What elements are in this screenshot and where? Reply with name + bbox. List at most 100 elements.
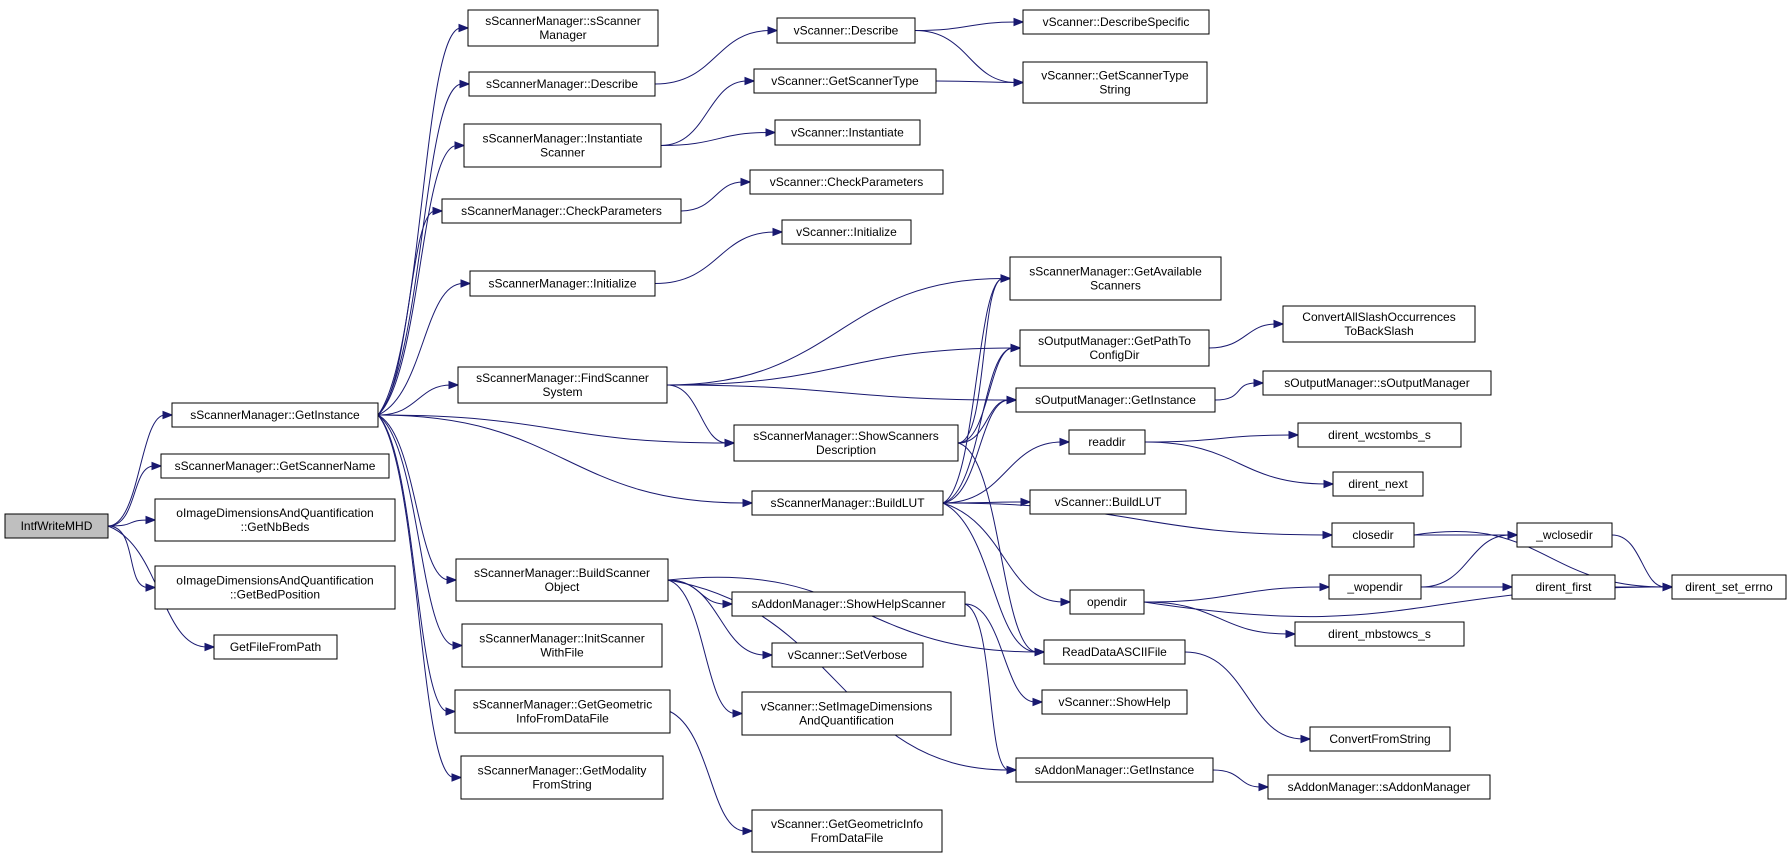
graph-node-dirent-first[interactable]: dirent_first	[1511, 574, 1616, 600]
graph-node-readdataascii[interactable]: ReadDataASCIIFile	[1043, 639, 1186, 665]
node-label: sScannerManager::Initialize	[488, 277, 636, 291]
node-label: Scanners	[1090, 279, 1141, 293]
graph-node-getfilefrompath[interactable]: GetFileFromPath	[213, 634, 338, 660]
node-label: _wclosedir	[1535, 528, 1593, 542]
node-box	[468, 71, 656, 97]
graph-node-vs-initialize[interactable]: vScanner::Initialize	[781, 219, 912, 245]
node-box	[457, 366, 668, 404]
graph-node-wopendir[interactable]: _wopendir	[1328, 574, 1422, 600]
node-label: vScanner::Instantiate	[791, 126, 904, 140]
graph-node-root[interactable]: IntfWriteMHD	[4, 513, 109, 539]
graph-node-vs-setimagedims[interactable]: vScanner::SetImageDimensionsAndQuantific…	[741, 691, 952, 736]
graph-node-om-ctor[interactable]: sOutputManager::sOutputManager	[1262, 370, 1492, 396]
graph-node-sm-ctor[interactable]: sScannerManager::sScannerManager	[467, 9, 659, 47]
node-label: sScannerManager::ShowScanners	[753, 429, 938, 443]
graph-node-am-ctor[interactable]: sAddonManager::sAddonManager	[1267, 774, 1491, 800]
node-label: sOutputManager::sOutputManager	[1284, 376, 1469, 390]
graph-node-dirent-set-errno[interactable]: dirent_set_errno	[1671, 574, 1787, 600]
graph-node-vs-describe[interactable]: vScanner::Describe	[776, 17, 916, 44]
edge-arrowhead	[452, 641, 464, 650]
graph-node-sm-getscannername[interactable]: sScannerManager::GetScannerName	[160, 453, 390, 479]
node-label: vScanner::Initialize	[796, 225, 897, 239]
call-edge	[377, 83, 463, 416]
edge-arrowhead	[454, 141, 466, 150]
node-label: sOutputManager::GetPathTo	[1038, 334, 1191, 348]
node-label: _wopendir	[1346, 580, 1402, 594]
call-edge	[1144, 441, 1327, 485]
graph-node-sm-getinstance[interactable]: sScannerManager::GetInstance	[171, 402, 379, 428]
graph-node-dirent-mbstowcs[interactable]: dirent_mbstowcs_s	[1294, 621, 1465, 647]
graph-node-convertfromstring[interactable]: ConvertFromString	[1309, 726, 1451, 752]
call-edge	[935, 80, 1017, 83]
node-box	[751, 490, 944, 516]
call-edge	[377, 414, 728, 444]
graph-node-readdir[interactable]: readdir	[1068, 429, 1146, 455]
graph-node-closedir[interactable]: closedir	[1331, 522, 1415, 548]
graph-node-sm-buildlut[interactable]: sScannerManager::BuildLUT	[751, 490, 944, 516]
graph-node-vs-setverbose[interactable]: vScanner::SetVerbose	[771, 642, 924, 668]
node-box	[461, 623, 663, 668]
node-label: sOutputManager::GetInstance	[1035, 393, 1196, 407]
graph-node-oi-getbedposition[interactable]: oImageDimensionsAndQuantification::GetBe…	[154, 565, 396, 610]
graph-node-sm-describe[interactable]: sScannerManager::Describe	[468, 71, 656, 97]
graph-node-vs-instantiate[interactable]: vScanner::Instantiate	[774, 119, 921, 146]
edge-arrowhead	[1323, 479, 1335, 489]
node-box	[154, 498, 396, 542]
graph-node-vs-describespecific[interactable]: vScanner::DescribeSpecific	[1022, 9, 1210, 35]
edge-arrowhead	[1013, 78, 1025, 87]
node-label: sScannerManager::CheckParameters	[461, 204, 662, 218]
node-box	[1331, 522, 1415, 548]
graph-node-sm-checkparams[interactable]: sScannerManager::CheckParameters	[441, 198, 682, 224]
graph-node-vs-buildlut[interactable]: vScanner::BuildLUT	[1029, 489, 1187, 515]
edge-arrowhead	[145, 515, 157, 525]
graph-node-dirent-next[interactable]: dirent_next	[1332, 471, 1424, 497]
node-label: ::GetNbBeds	[241, 520, 310, 534]
edge-arrowhead	[1006, 395, 1018, 405]
edge-arrowhead	[1006, 765, 1018, 775]
call-edge	[942, 347, 1014, 504]
node-label: dirent_mbstowcs_s	[1328, 627, 1431, 641]
call-edge	[942, 278, 1004, 504]
call-edge	[377, 27, 462, 416]
graph-node-opendir[interactable]: opendir	[1069, 589, 1145, 615]
node-label: dirent_set_errno	[1685, 580, 1773, 594]
graph-node-sm-initialize[interactable]: sScannerManager::Initialize	[469, 270, 656, 297]
graph-node-am-showhelpscanner[interactable]: sAddonManager::ShowHelpScanner	[731, 591, 966, 617]
graph-node-oi-getnbbeds[interactable]: oImageDimensionsAndQuantification::GetNb…	[154, 498, 396, 542]
edge-arrowhead	[1507, 530, 1519, 540]
call-edge	[377, 414, 449, 712]
node-box	[1309, 726, 1451, 752]
graph-node-vs-getscannertype[interactable]: vScanner::GetScannerType	[753, 68, 937, 94]
node-box	[781, 219, 912, 245]
graph-node-vs-checkparameters[interactable]: vScanner::CheckParameters	[749, 169, 944, 195]
node-box	[1041, 689, 1188, 715]
edge-arrowhead	[762, 650, 774, 660]
graph-node-om-getinstance[interactable]: sOutputManager::GetInstance	[1015, 387, 1216, 413]
node-label: sScannerManager::BuildScanner	[474, 566, 650, 580]
call-edge	[377, 414, 746, 504]
graph-node-sm-getgeometricinfo[interactable]: sScannerManager::GetGeometricInfoFromDat…	[454, 689, 671, 734]
call-edge	[669, 711, 746, 832]
graph-node-wclosedir[interactable]: _wclosedir	[1516, 522, 1613, 548]
graph-node-am-getinstance[interactable]: sAddonManager::GetInstance	[1015, 757, 1214, 783]
graph-node-dirent-wcstombs[interactable]: dirent_wcstombs_s	[1297, 422, 1462, 448]
edge-arrowhead	[1013, 17, 1025, 27]
edge-arrowhead	[722, 599, 734, 609]
node-label: ::GetBedPosition	[230, 588, 320, 602]
call-edge	[654, 30, 771, 85]
call-edge	[942, 502, 1064, 603]
graph-node-vs-showhelp[interactable]: vScanner::ShowHelp	[1041, 689, 1188, 715]
edge-arrowhead	[724, 438, 736, 448]
node-box	[4, 513, 109, 539]
